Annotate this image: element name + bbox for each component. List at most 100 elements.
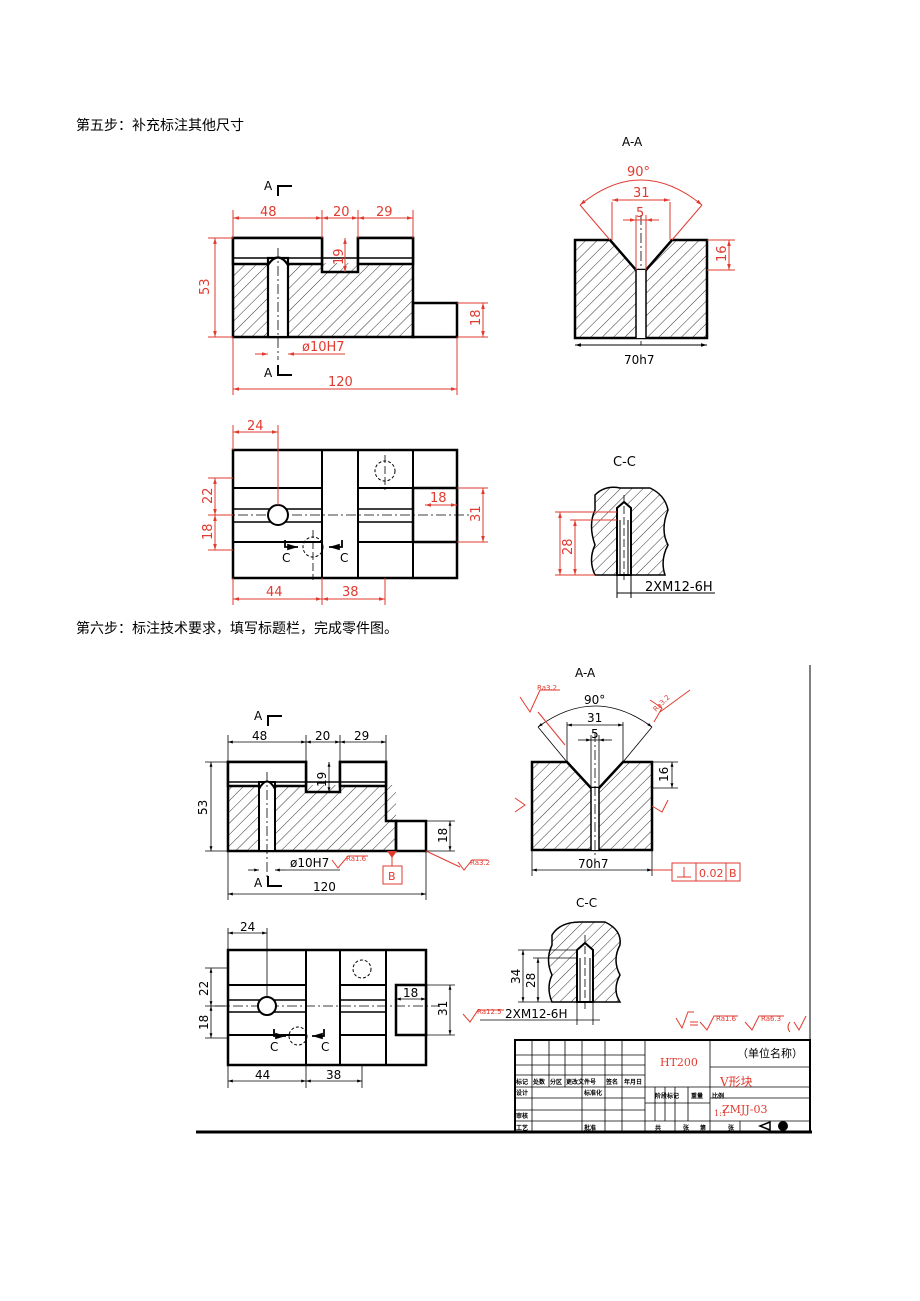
dim2-angle: 90° bbox=[584, 693, 605, 707]
dim2-48: 48 bbox=[252, 729, 267, 743]
dim-22: 22 bbox=[201, 487, 216, 504]
tb-approve: 批准 bbox=[584, 1124, 596, 1132]
section-cc-label: C-C bbox=[613, 455, 636, 470]
dim2-31b: 31 bbox=[436, 1001, 450, 1016]
roughness-ra63-note: Ra6.3 bbox=[761, 1015, 781, 1023]
dim2-width: 70h7 bbox=[578, 857, 609, 871]
dim2-hole: ø10H7 bbox=[290, 856, 329, 870]
tb-material: HT200 bbox=[660, 1056, 698, 1069]
section2-mark-c-right: C bbox=[321, 1040, 329, 1054]
dim-28: 28 bbox=[561, 538, 576, 555]
dim2-16: 16 bbox=[657, 767, 671, 782]
roughness-ra16-note: Ra1.6 bbox=[716, 1015, 737, 1023]
roughness-ra125: Ra12.5 bbox=[477, 1008, 502, 1016]
section2-aa-label: A-A bbox=[575, 666, 596, 680]
title-block: 标记 处数 分区 更改文件号 签名 年月日 设计 标准化 阶段标记 重量 比例 … bbox=[514, 1039, 811, 1133]
step6-heading: 第六步：标注技术要求，填写标题栏，完成零件图。 bbox=[76, 621, 398, 637]
section-cc-1: C-C 28 2XM12-6H bbox=[555, 455, 715, 598]
dim2-29: 29 bbox=[354, 729, 369, 743]
section-aa-label: A-A bbox=[622, 135, 643, 149]
dim-38: 38 bbox=[342, 585, 359, 600]
tb-sheets: 张 bbox=[683, 1124, 690, 1132]
tb-design: 设计 bbox=[516, 1089, 528, 1097]
drawing1: 48 20 29 53 19 18 120 ø10H7 A A A-A bbox=[198, 135, 735, 605]
tolerance-value: 0.02 bbox=[699, 867, 724, 880]
dim2-38: 38 bbox=[326, 1068, 341, 1082]
tb-ratio: 比例 bbox=[712, 1092, 724, 1100]
tb-total: 共 bbox=[655, 1124, 661, 1132]
projection-symbol-icon bbox=[757, 1120, 788, 1132]
drawing2: 48 20 29 53 19 18 120 ø10H7 A A bbox=[196, 665, 812, 1134]
dim-31b: 31 bbox=[469, 505, 484, 522]
section-cc-2: C-C 34 28 2XM12-6H Ra12.5 bbox=[462, 896, 622, 1025]
dim2-34: 34 bbox=[509, 969, 523, 984]
dim-18: 18 bbox=[469, 309, 484, 326]
tolerance-datum: B bbox=[729, 867, 737, 880]
dim-24: 24 bbox=[247, 419, 264, 434]
dim2-20: 20 bbox=[315, 729, 330, 743]
dim-18c: 18 bbox=[430, 491, 447, 506]
front-view-2: 48 20 29 53 19 18 120 ø10H7 A A bbox=[196, 709, 490, 900]
tb-review: 审核 bbox=[516, 1112, 528, 1120]
section-mark-c-left: C bbox=[282, 551, 290, 565]
dim2-53: 53 bbox=[196, 800, 210, 815]
dim-29: 29 bbox=[376, 205, 393, 220]
dim-5: 5 bbox=[636, 206, 644, 221]
roughness-ra32-front: Ra3.2 bbox=[470, 859, 490, 867]
dim-53: 53 bbox=[198, 278, 213, 295]
dim2-5: 5 bbox=[591, 727, 599, 741]
dim-hole: ø10H7 bbox=[302, 340, 345, 355]
tb-date: 年月日 bbox=[624, 1078, 642, 1086]
datum-b: B bbox=[388, 870, 396, 883]
top-view-2: C C 24 22 18 18 bbox=[197, 920, 455, 1088]
section-aa-2: A-A 90° 31 5 bbox=[514, 666, 741, 882]
tb-scale: 1:1 bbox=[714, 1109, 727, 1118]
tb-process: 工艺 bbox=[516, 1124, 528, 1132]
dim2-22: 22 bbox=[197, 981, 211, 996]
tb-weight: 重量 bbox=[691, 1092, 703, 1100]
dim-width: 70h7 bbox=[624, 353, 655, 367]
tb-drawing-no: ZMJJ-03 bbox=[722, 1103, 767, 1116]
dim2-44: 44 bbox=[255, 1068, 270, 1082]
tb-mark: 标记 bbox=[515, 1078, 528, 1086]
tb-sign: 签名 bbox=[605, 1078, 618, 1086]
roughness-ra16-front: Ra1.6 bbox=[346, 855, 367, 863]
dim2-19: 19 bbox=[315, 772, 329, 787]
section-mark-a-top: A bbox=[264, 179, 273, 193]
dim-16: 16 bbox=[715, 245, 730, 262]
tb-std: 标准化 bbox=[583, 1089, 602, 1097]
dim-31: 31 bbox=[633, 186, 650, 201]
dim-44: 44 bbox=[266, 585, 283, 600]
section-mark-c-right: C bbox=[340, 551, 348, 565]
general-roughness-note: Ra1.6 Ra6.3 bbox=[675, 1011, 807, 1033]
tb-doc: 更改文件号 bbox=[566, 1078, 596, 1086]
top-view-1: C C 24 22 18 18 bbox=[201, 419, 488, 605]
section2-mark-a-top: A bbox=[254, 709, 263, 723]
roughness-ra32-vleft: Ra3.2 bbox=[537, 684, 557, 692]
dim-thread: 2XM12-6H bbox=[645, 580, 713, 595]
dim2-28: 28 bbox=[524, 973, 538, 988]
dim-48: 48 bbox=[260, 205, 277, 220]
tb-unit: （单位名称） bbox=[737, 1046, 803, 1060]
dim2-18c: 18 bbox=[403, 986, 418, 1000]
section-mark-a-bottom: A bbox=[264, 366, 273, 380]
section2-cc-label: C-C bbox=[576, 896, 597, 910]
front-view-1: 48 20 29 53 19 18 120 ø10H7 A A bbox=[198, 179, 488, 395]
tb-zone: 分区 bbox=[550, 1078, 562, 1086]
dim2-24: 24 bbox=[240, 920, 255, 934]
dim2-31: 31 bbox=[587, 711, 602, 725]
dim2-thread: 2XM12-6H bbox=[505, 1007, 567, 1021]
tb-no: 第 bbox=[699, 1124, 706, 1132]
dim2-120: 120 bbox=[313, 880, 336, 894]
dim-19: 19 bbox=[332, 248, 347, 265]
dim-18b: 18 bbox=[201, 523, 216, 540]
tb-sheet: 张 bbox=[728, 1124, 735, 1132]
section2-mark-a-bottom: A bbox=[254, 876, 263, 890]
dim-angle: 90° bbox=[627, 165, 650, 180]
dim2-18: 18 bbox=[436, 828, 450, 843]
section-aa-1: A-A 90° 31 5 16 bbox=[573, 135, 735, 367]
dim-20: 20 bbox=[333, 205, 350, 220]
tb-count: 处数 bbox=[532, 1078, 546, 1086]
dim-120: 120 bbox=[328, 375, 353, 390]
